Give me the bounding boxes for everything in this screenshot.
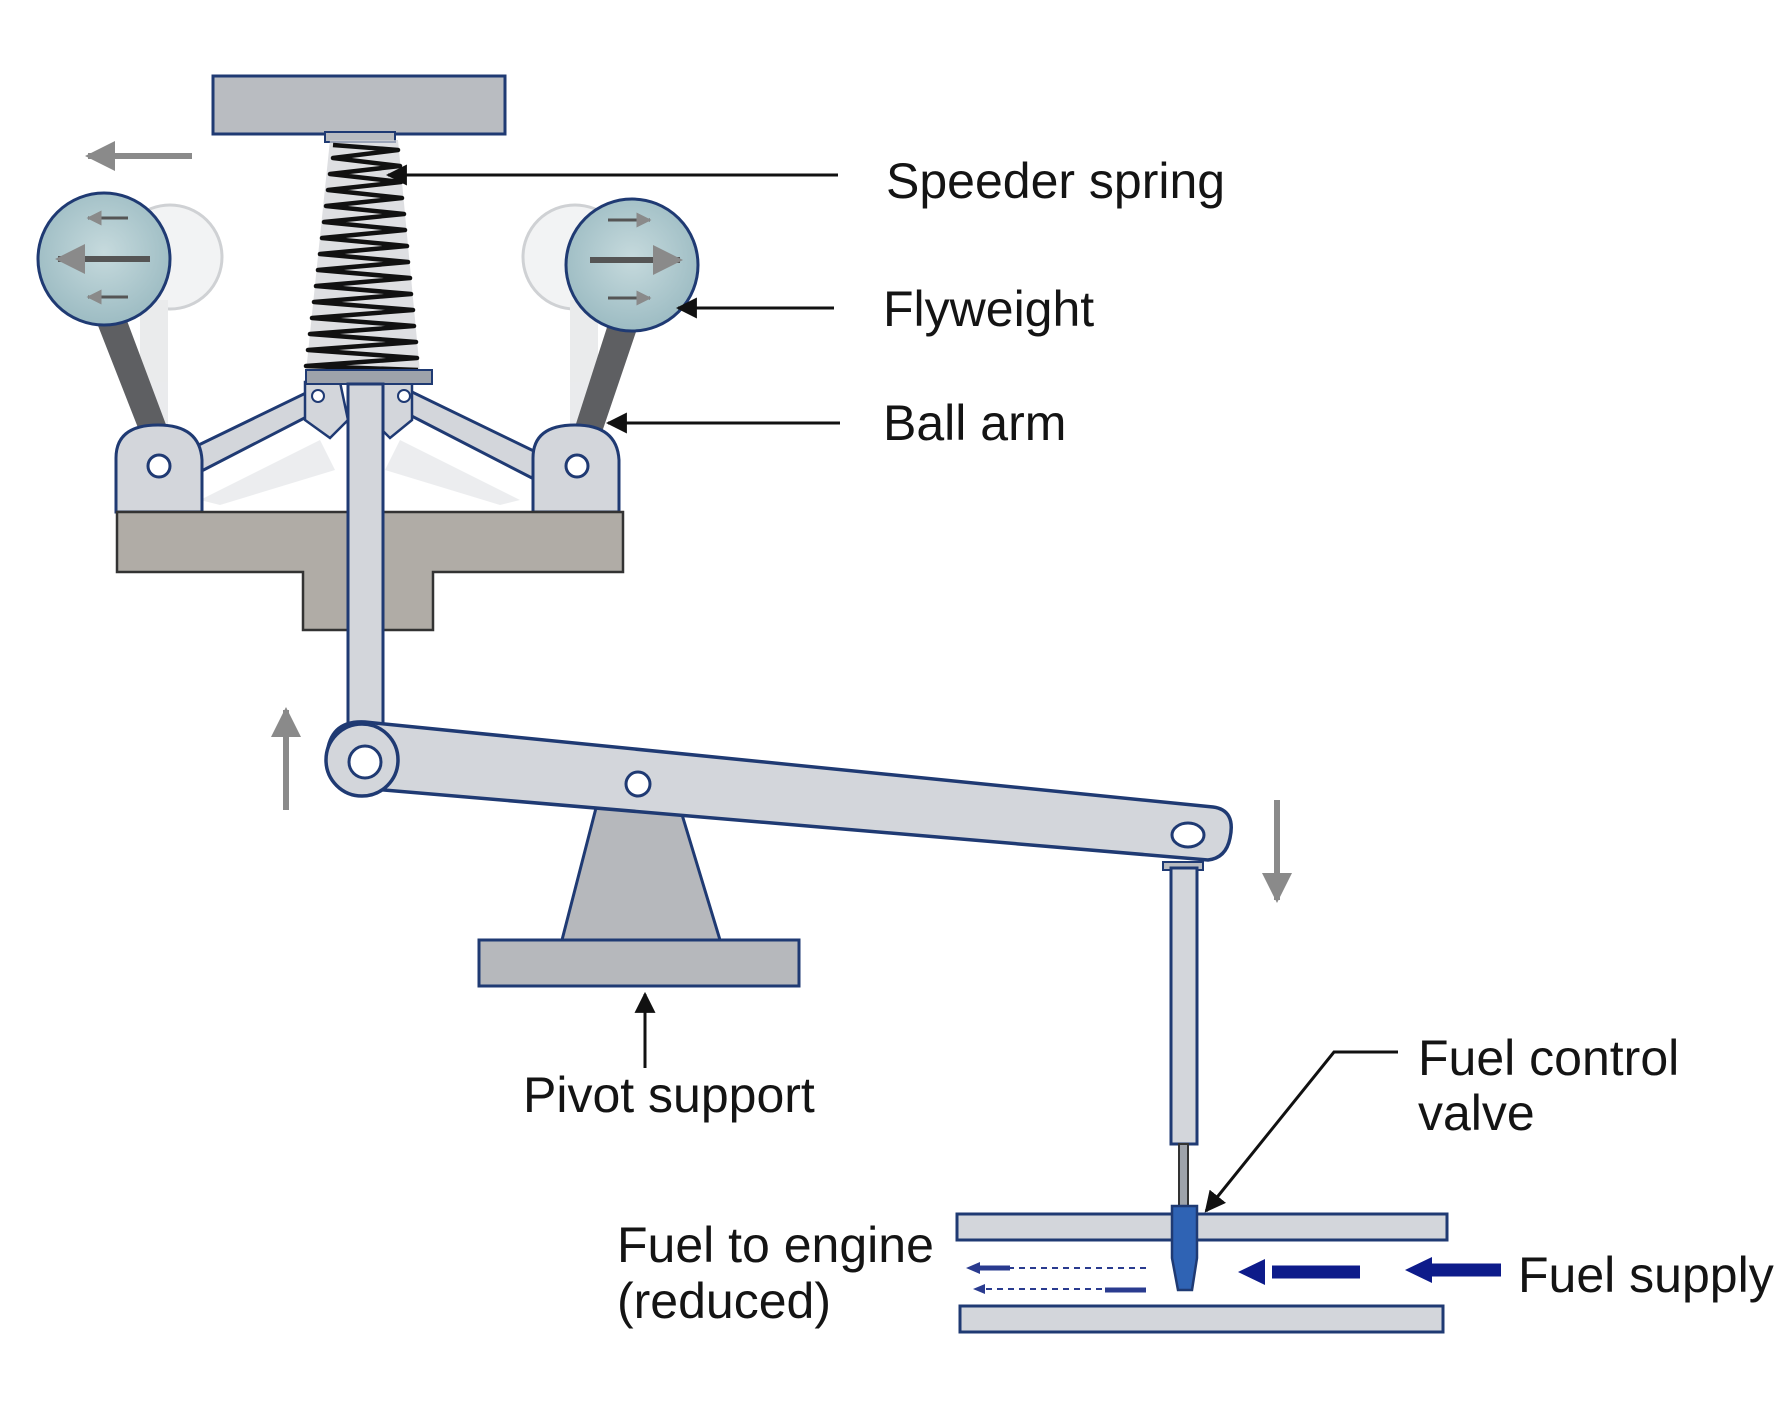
fuel-supply-arrows (1238, 1257, 1501, 1285)
label-flyweight: Flyweight (883, 281, 1094, 337)
label-ball-arm: Ball arm (883, 395, 1066, 451)
fuel-reduced-arrows (966, 1262, 1146, 1294)
pivot-block-left (114, 423, 204, 514)
leader-fuel-control-valve (1204, 1050, 1398, 1213)
pivot-block-right (531, 423, 621, 514)
pivot-support (477, 806, 801, 988)
label-fuel-control-valve-line2: valve (1418, 1085, 1535, 1141)
fuel-control-valve (1170, 1204, 1199, 1292)
valve-stem (1162, 861, 1204, 1207)
label-speeder-spring: Speeder spring (886, 153, 1225, 209)
ball-arm-right (574, 318, 638, 438)
label-fuel-control-valve-line1: Fuel control (1418, 1030, 1679, 1086)
label-fuel-to-engine-line1: Fuel to engine (617, 1217, 934, 1273)
linkage-ghost (200, 440, 520, 505)
flyweight-right (564, 197, 700, 333)
control-lever (324, 720, 1233, 862)
spring-seat (305, 369, 433, 385)
ball-arm-left (95, 310, 168, 438)
fuel-passage (955, 1212, 1449, 1334)
label-fuel-to-engine-line2: (reduced) (617, 1273, 831, 1329)
label-fuel-supply: Fuel supply (1518, 1247, 1774, 1303)
spring-cap (211, 74, 507, 143)
governor-shaft (346, 382, 385, 758)
label-pivot-support: Pivot support (523, 1067, 815, 1123)
flyweight-left (36, 191, 172, 327)
